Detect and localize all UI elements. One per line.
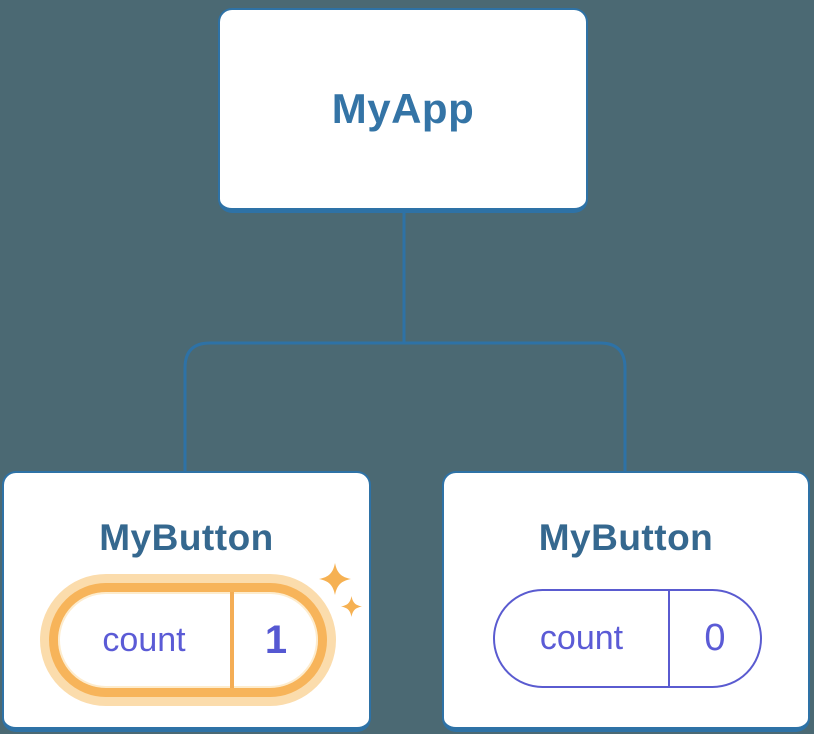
state-value-cell: 1	[234, 592, 318, 688]
state-divider	[230, 592, 234, 688]
state-value: 0	[704, 617, 726, 659]
state-divider	[668, 591, 670, 686]
state-label-cell: count	[58, 592, 230, 688]
component-node-button-left: MyButton count 1	[2, 471, 371, 732]
state-pill-highlighted: count 1	[49, 583, 327, 697]
sparkle-icon	[319, 563, 362, 617]
state-value: 1	[264, 617, 288, 662]
node-title: MyButton	[99, 517, 274, 558]
state-label: count	[102, 620, 186, 659]
state-label: count	[539, 619, 624, 657]
node-title: MyButton	[538, 517, 714, 558]
component-node-button-right: MyButton count 0	[442, 471, 810, 732]
component-node-root: MyApp	[218, 8, 588, 213]
state-pill: count 0	[493, 589, 762, 688]
root-node-title: MyApp	[331, 85, 475, 132]
state-value-cell: 0	[670, 591, 760, 686]
state-label-cell: count	[495, 591, 668, 686]
